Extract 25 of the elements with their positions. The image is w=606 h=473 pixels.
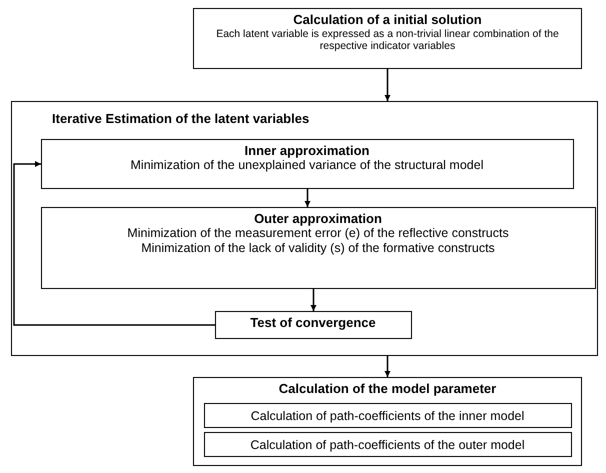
process-box (40, 138, 574, 188)
box-heading: Inner approximation (244, 142, 370, 158)
box-heading: Test of convergence (249, 314, 377, 330)
process-box (204, 432, 572, 456)
process-box (214, 310, 412, 338)
box-heading: Calculation of the model parameter (278, 381, 498, 397)
process-box (40, 206, 596, 288)
process-box (11, 101, 598, 356)
arrow (384, 356, 390, 377)
box-description: Each latent variable is expressed as a non-trivial linear combination of the respective indicator variables (215, 28, 560, 53)
arrow (384, 69, 390, 101)
step-text: Calculation of path-coefficients of the inner model (250, 408, 526, 424)
arrow (304, 189, 310, 207)
box-description: Minimization of the unexplained variance of the structural model (130, 158, 484, 174)
arrow (13, 161, 215, 326)
step-text: Calculation of path-coefficients of the outer model (249, 438, 526, 452)
process-box (193, 377, 582, 466)
box-heading: Outer approximation (253, 210, 383, 226)
box-heading: Calculation of a initial solution (292, 12, 483, 28)
box-heading: Iterative Estimation of the latent variables (52, 111, 310, 127)
box-description: Minimization of the lack of validity (s) of the formative constructs (140, 241, 496, 256)
arrow (310, 289, 316, 311)
box-description: Minimization of the measurement error (e) of the reflective constructs (126, 226, 510, 242)
process-box (193, 8, 582, 69)
process-box (204, 402, 572, 428)
